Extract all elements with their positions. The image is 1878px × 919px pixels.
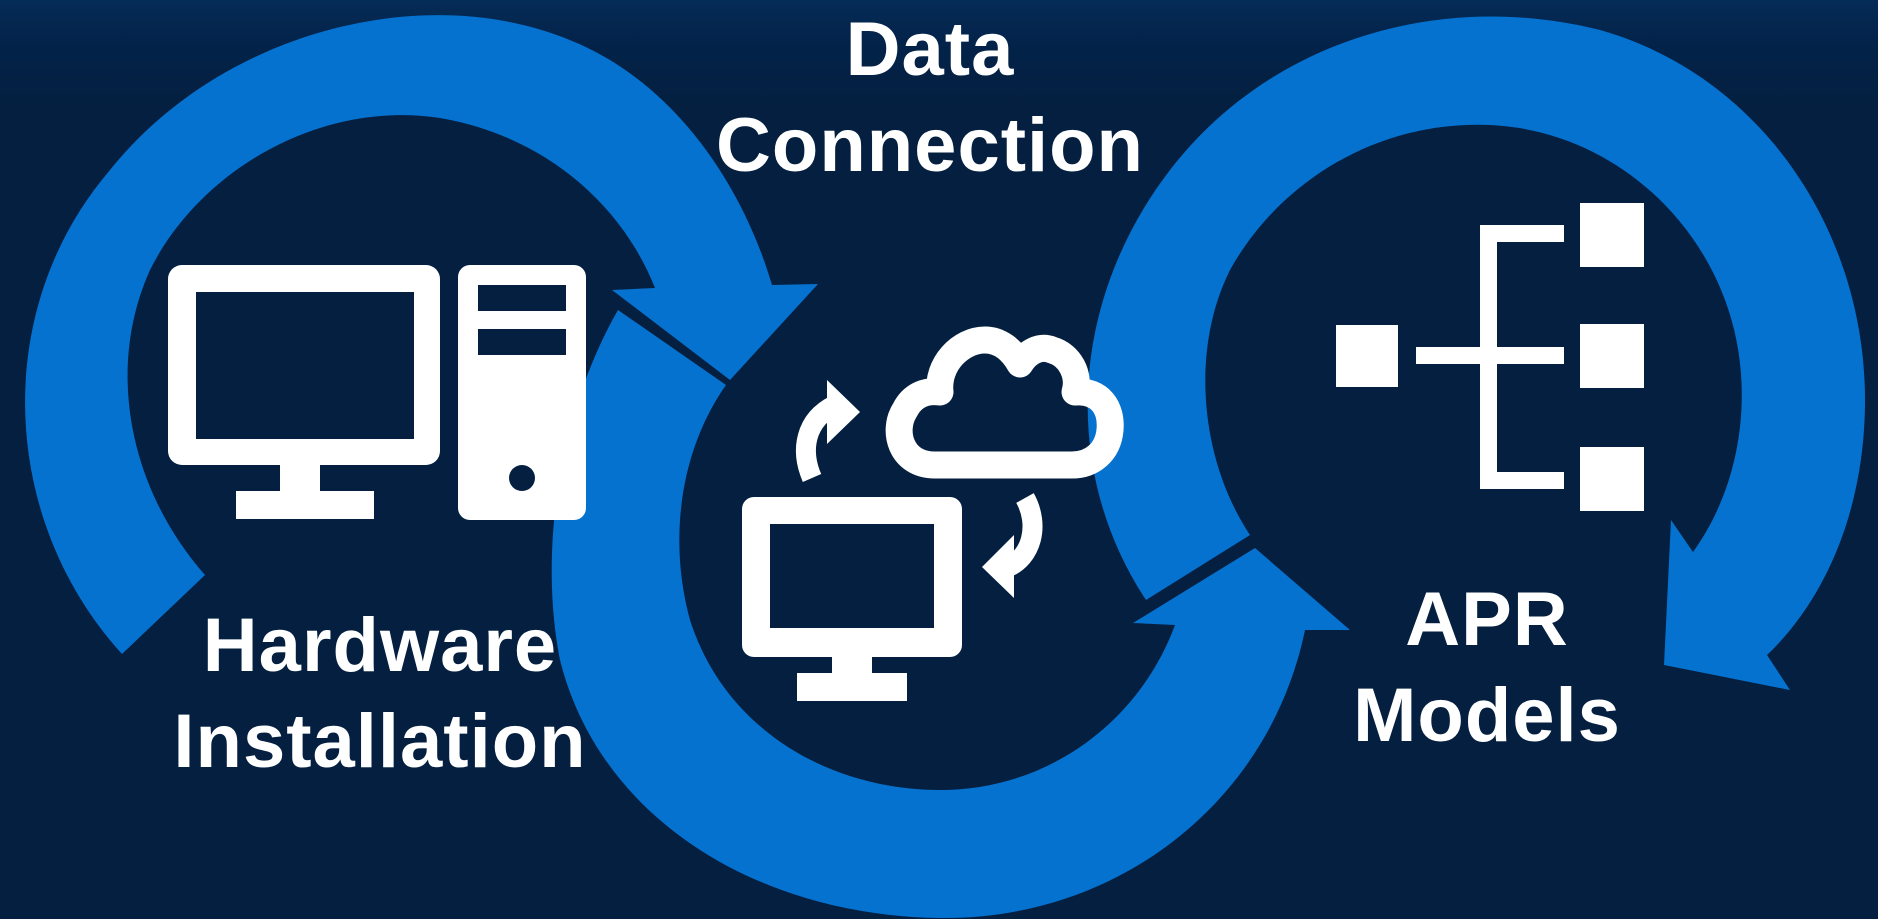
hardware-label-line2: Installation [173,699,587,784]
data-label-line1: Data [845,7,1015,92]
hardware-installation-label: Hardware Installation [130,598,630,790]
right-cycle-arrow [1087,16,1865,690]
desktop-computer-tower-icon [168,265,586,520]
hardware-label-line1: Hardware [202,603,558,688]
hierarchy-tree-icon [1336,203,1644,511]
apr-label-line1: APR [1405,577,1569,662]
data-connection-label: Data Connection [680,2,1180,194]
apr-models-label: APR Models [1237,572,1737,764]
sync-arrow-icon [796,396,841,482]
middle-cycle-arrow [551,310,1350,919]
left-cycle-arrow [25,15,819,655]
apr-label-line2: Models [1353,673,1621,758]
data-label-line2: Connection [716,103,1144,188]
cloud-sync-computer-icon [742,326,1124,701]
cloud-icon [885,326,1124,479]
